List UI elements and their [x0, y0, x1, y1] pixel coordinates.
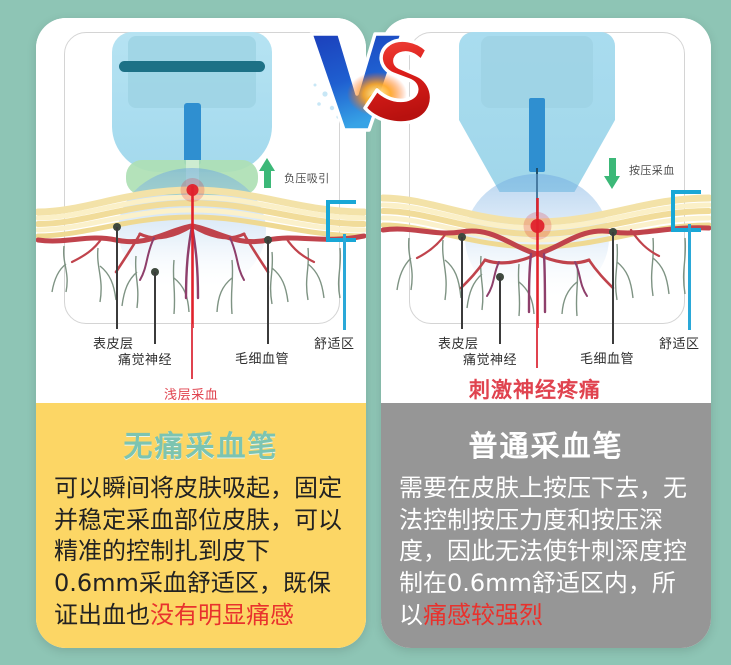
device-plate — [128, 36, 256, 108]
comfort-zone-bracket — [326, 200, 356, 242]
label-epidermis: 表皮层 — [93, 337, 134, 352]
epidermis-pin-line — [116, 227, 118, 329]
ordinary-pen-description: 需要在皮肤上按压下去，无法控制按压力度和按压深度，因此无法使针刺深度控制在0.6… — [399, 473, 693, 631]
painless-pen-description-main: 可以瞬间将皮肤吸起，固定并稳定采血部位皮肤，可以精准的控制扎到皮下0.6mm采血… — [54, 474, 342, 629]
shallow-draw-pin-line — [191, 324, 193, 379]
label-epidermis: 表皮层 — [438, 337, 479, 352]
ordinary-pen-description-main: 需要在皮肤上按压下去，无法控制按压力度和按压深度，因此无法使针刺深度控制在0.6… — [399, 474, 687, 629]
comfort-zone-leader-line — [343, 234, 346, 330]
epidermis-pin-line — [461, 237, 463, 329]
label-nerve: 痛觉神经 — [463, 353, 518, 368]
ordinary-pen-illustration: 表皮层 痛觉神经 毛细血管 舒适区 刺激神经疼痛 按压采血 — [381, 18, 711, 403]
label-nerve-pain: 刺激神经疼痛 — [469, 378, 601, 402]
ordinary-pen-panel: 普通采血笔 需要在皮肤上按压下去，无法控制按压力度和按压深度，因此无法使针刺深度… — [381, 403, 711, 648]
nerve-pin-line — [499, 277, 501, 344]
device-plate — [481, 36, 593, 108]
device-shaft — [529, 98, 545, 172]
suction-arrow-head — [259, 158, 275, 171]
capillary-pin-line — [612, 232, 614, 344]
painless-pen-description-highlight: 没有明显痛感 — [150, 600, 294, 629]
suction-arrow-label: 负压吸引 — [284, 172, 330, 185]
nerve-pain-pin-line — [536, 324, 538, 368]
device-shaft — [184, 103, 201, 165]
device-bar — [119, 61, 265, 72]
label-shallow-blood-draw: 浅层采血 — [164, 388, 219, 403]
nerve-pin-line — [154, 272, 156, 344]
press-arrow-label: 按压采血 — [629, 164, 675, 177]
press-arrow-stem — [608, 158, 616, 176]
press-arrow-head — [604, 176, 620, 189]
painless-pen-illustration: 表皮层 痛觉神经 毛细血管 舒适区 浅层采血 负压吸引 — [36, 18, 366, 403]
label-capillary: 毛细血管 — [580, 352, 635, 367]
skin-cross-section — [381, 174, 711, 328]
label-comfort-zone: 舒适区 — [314, 337, 355, 352]
comfort-zone-bracket — [671, 190, 701, 232]
label-comfort-zone: 舒适区 — [659, 337, 700, 352]
capillary-pin-line — [267, 240, 269, 344]
ordinary-pen-card: 表皮层 痛觉神经 毛细血管 舒适区 刺激神经疼痛 按压采血 普通采血笔 需要在皮… — [381, 18, 711, 648]
ordinary-pen-description-highlight: 痛感较强烈 — [423, 600, 543, 629]
label-capillary: 毛细血管 — [235, 352, 290, 367]
painless-pen-card: 表皮层 痛觉神经 毛细血管 舒适区 浅层采血 负压吸引 无痛采血笔 可以瞬间将皮… — [36, 18, 366, 648]
suction-arrow-stem — [263, 170, 271, 188]
skin-cross-section — [36, 168, 366, 328]
painless-pen-title: 无痛采血笔 — [123, 429, 279, 463]
painless-pen-panel: 无痛采血笔 可以瞬间将皮肤吸起，固定并稳定采血部位皮肤，可以精准的控制扎到皮下0… — [36, 403, 366, 648]
painless-pen-description: 可以瞬间将皮肤吸起，固定并稳定采血部位皮肤，可以精准的控制扎到皮下0.6mm采血… — [54, 473, 348, 631]
label-nerve: 痛觉神经 — [118, 353, 173, 368]
ordinary-pen-title: 普通采血笔 — [468, 429, 624, 463]
comfort-zone-leader-line — [688, 224, 691, 330]
